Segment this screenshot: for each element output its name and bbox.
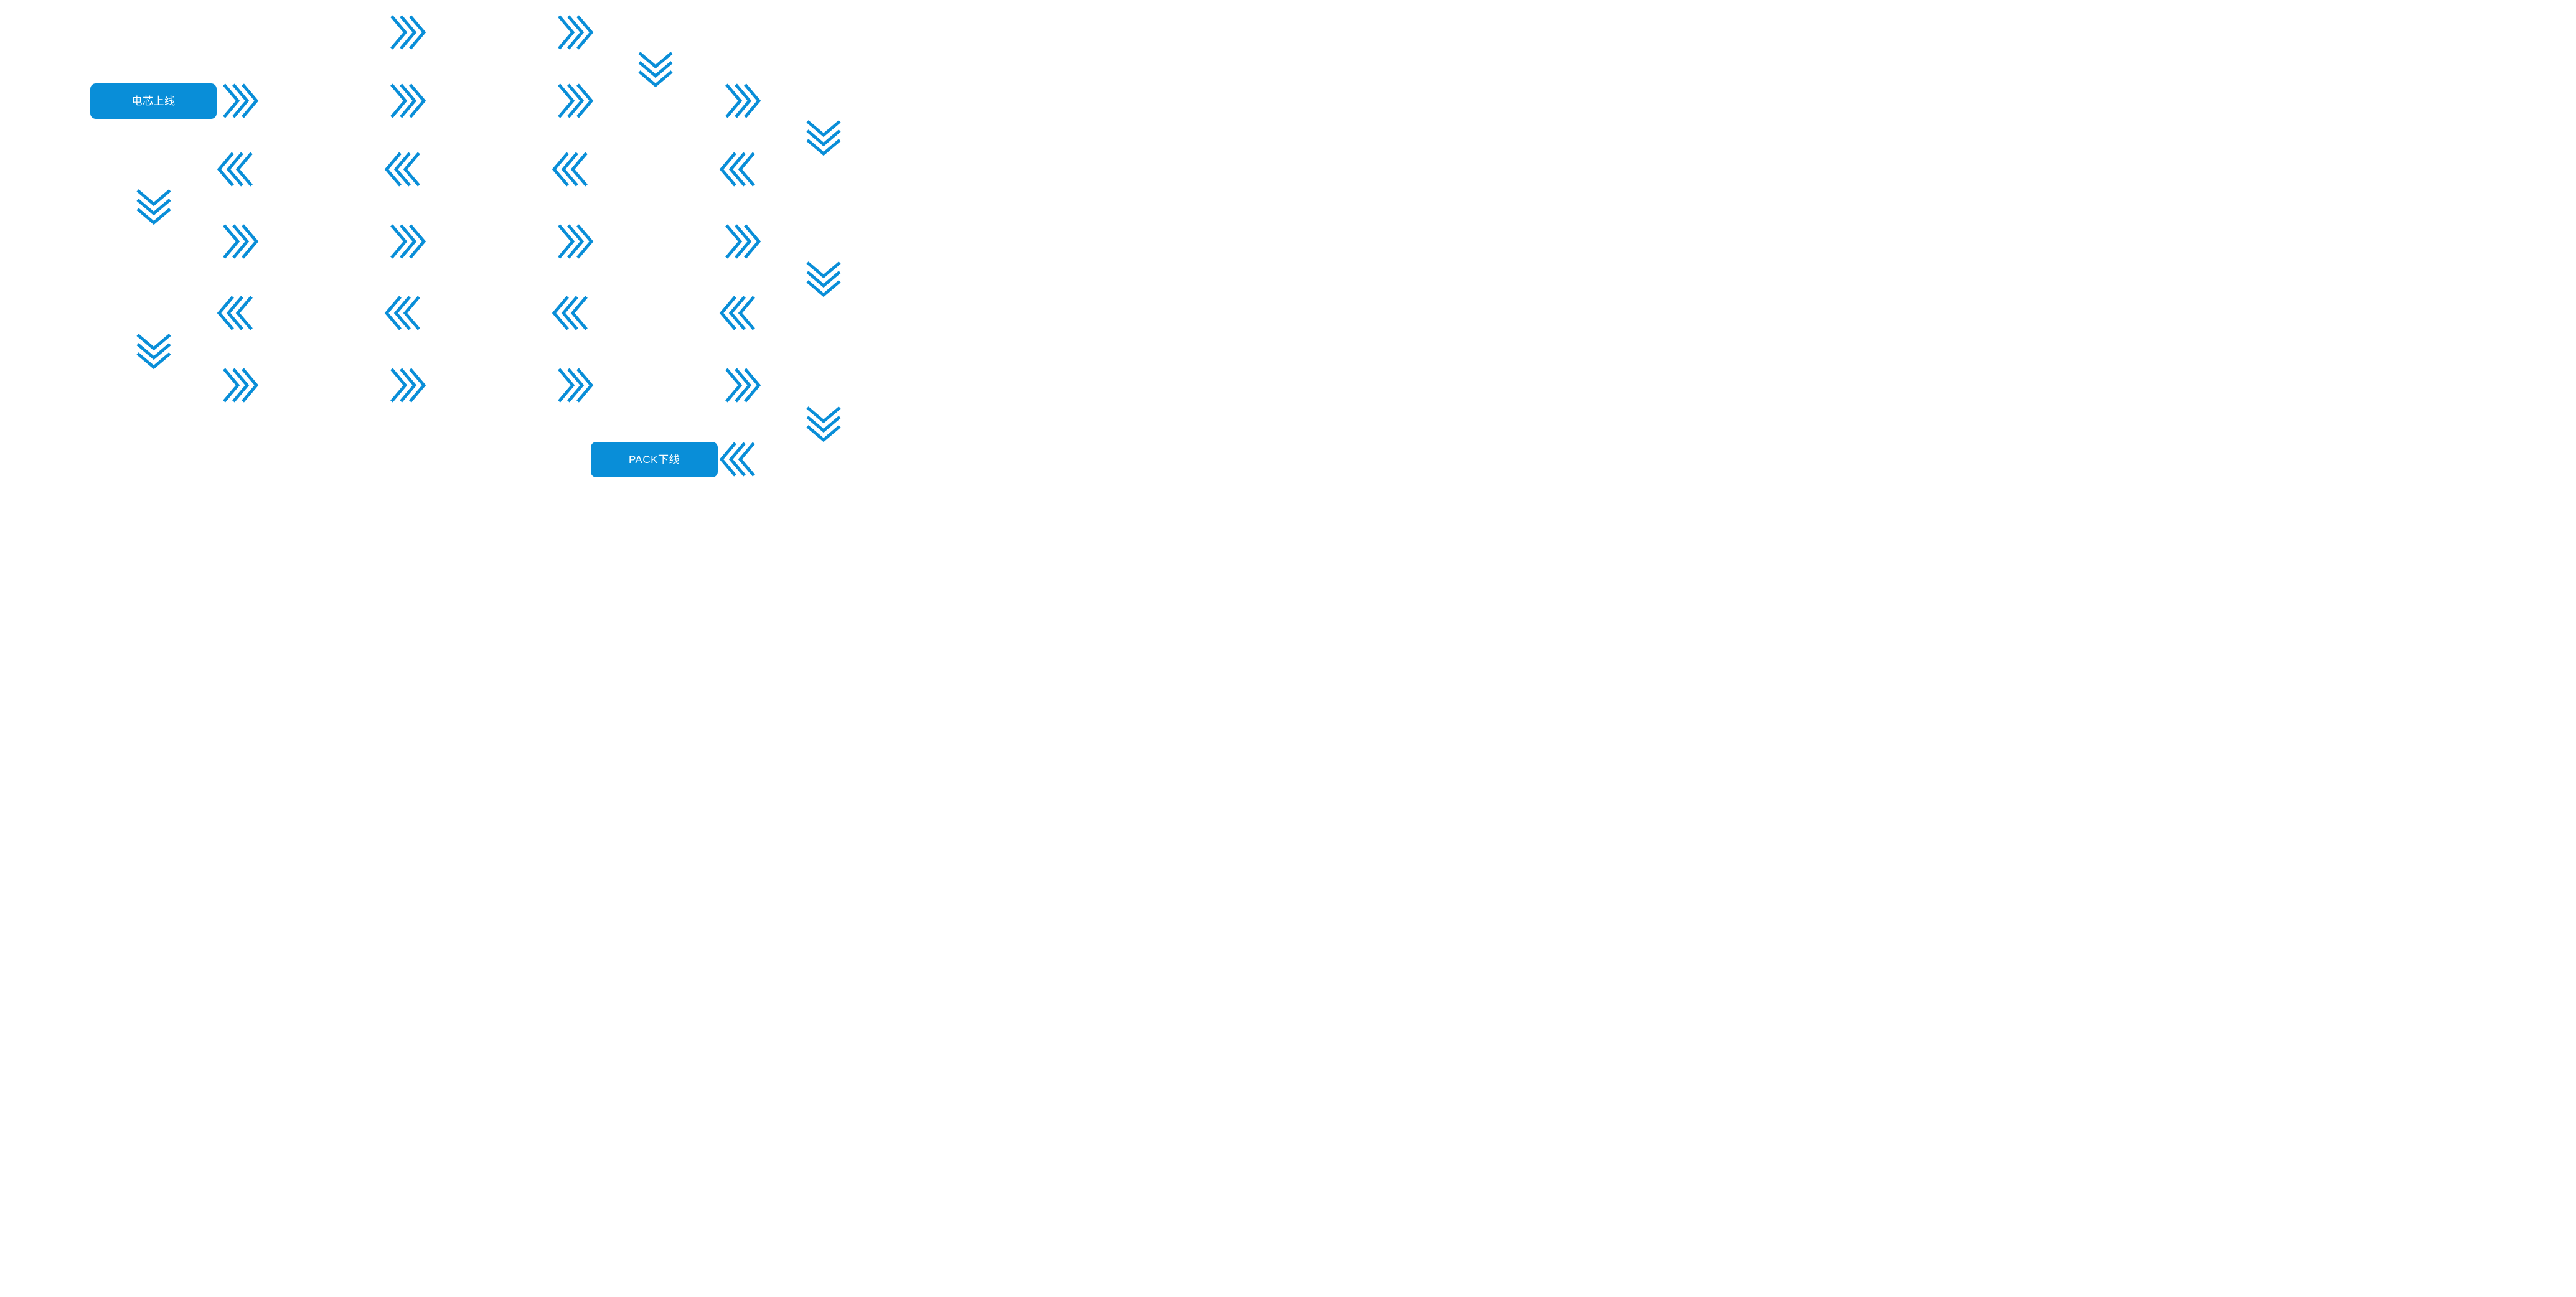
arrow-row6-left-final-icon	[719, 440, 756, 479]
arrow-row1-right-3-icon	[557, 82, 594, 120]
pack-offline-button[interactable]: PACK下线	[591, 442, 718, 477]
arrow-row3-right-1-icon	[222, 222, 259, 261]
arrow-row4-left-4-icon	[719, 294, 756, 332]
arrow-down-far-right-1-icon	[804, 119, 843, 156]
arrow-row5-right-3-icon	[557, 366, 594, 405]
arrow-down-left-2-icon	[134, 332, 173, 370]
arrow-down-far-right-3-icon	[804, 405, 843, 442]
arrow-row2-left-1-icon	[217, 150, 254, 189]
flow-diagram-canvas: 电芯上线 PACK下线	[0, 0, 962, 485]
arrow-row0-right-2-icon	[389, 13, 426, 52]
arrow-row4-left-1-icon	[217, 294, 254, 332]
arrow-row1-right-1-icon	[222, 82, 259, 120]
arrow-row5-right-4-icon	[724, 366, 761, 405]
arrow-row1-right-4-icon	[724, 82, 761, 120]
arrow-row5-right-1-icon	[222, 366, 259, 405]
arrow-row2-left-2-icon	[384, 150, 421, 189]
arrow-row4-left-2-icon	[384, 294, 421, 332]
arrow-row3-right-2-icon	[389, 222, 426, 261]
arrow-down-left-1-icon	[134, 188, 173, 225]
arrow-row3-right-3-icon	[557, 222, 594, 261]
arrow-row0-right-3-icon	[557, 13, 594, 52]
arrow-down-top-right-icon	[636, 50, 675, 88]
arrow-row5-right-2-icon	[389, 366, 426, 405]
arrow-row1-right-2-icon	[389, 82, 426, 120]
arrow-row4-left-3-icon	[552, 294, 589, 332]
arrow-row2-left-4-icon	[719, 150, 756, 189]
arrow-row3-right-4-icon	[724, 222, 761, 261]
cell-online-button[interactable]: 电芯上线	[90, 83, 217, 119]
arrow-down-far-right-2-icon	[804, 260, 843, 297]
arrow-row2-left-3-icon	[552, 150, 589, 189]
